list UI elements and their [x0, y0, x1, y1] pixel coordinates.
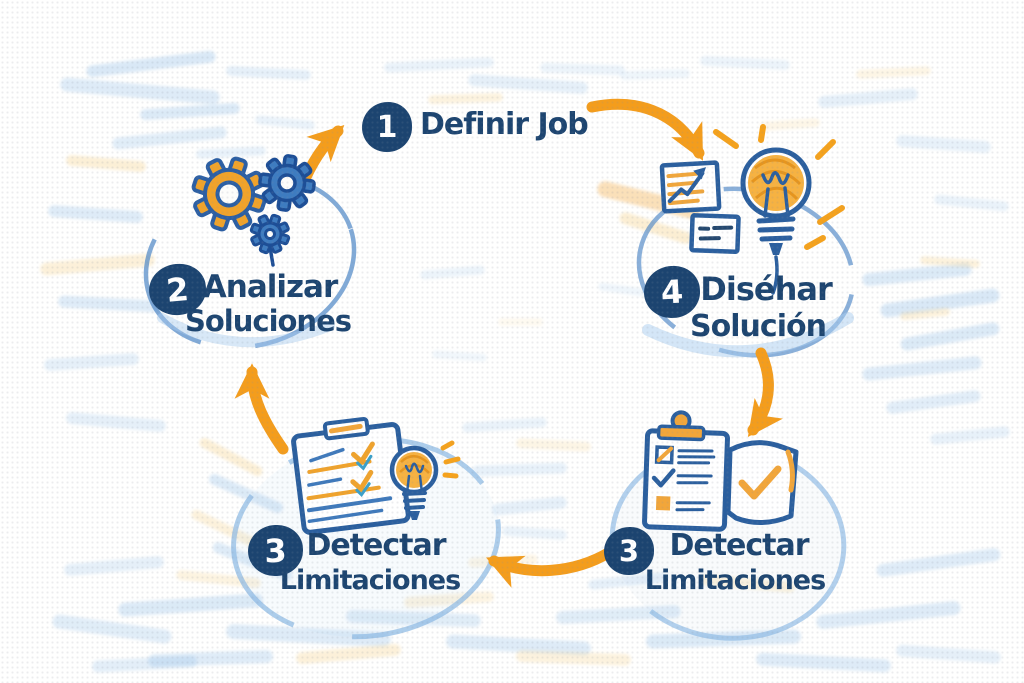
gear-small-blue [249, 213, 291, 255]
arrow-step3right-to-step3left [486, 546, 616, 588]
gear-blue [258, 154, 316, 212]
step2-label-line2: Soluciones [184, 304, 352, 338]
step3-right-label-line2: Limitaciones [644, 565, 826, 596]
arrow-step2-to-step1 [296, 124, 345, 192]
arrow-step3left-to-step2 [234, 363, 289, 455]
note-card-icon [689, 213, 741, 255]
step3-right-label-line1: Detectar [669, 528, 809, 563]
step3-right-number-badge: 3 [604, 527, 654, 575]
step1-number-badge: 1 [362, 102, 412, 152]
step2-label-line1: Analizar [202, 269, 338, 305]
arrow-step1-to-step4 [586, 98, 705, 161]
step1-label: Definir Job [420, 107, 589, 142]
texture-stroke [498, 318, 543, 326]
step4-label-line1: Diséhar [700, 270, 832, 308]
lightbulb-icon [713, 124, 845, 295]
clipboard-notes-icon [291, 416, 411, 535]
arrow-step4-to-step3right [747, 347, 783, 438]
clipboard-checklist-icon [642, 410, 730, 532]
step3-left-label-line1: Detectar [306, 528, 446, 563]
step3-left-label-line2: Limitaciones [279, 565, 461, 596]
step2-circle-wash [157, 313, 335, 348]
chart-card-icon [659, 160, 722, 214]
step4-label-line2: Solución [690, 309, 827, 344]
gears-icon [191, 154, 316, 267]
gear-orange [191, 156, 267, 232]
step4-circle-wash [642, 312, 854, 358]
small-lightbulb-icon [389, 440, 461, 520]
checked-page-icon [725, 440, 799, 525]
